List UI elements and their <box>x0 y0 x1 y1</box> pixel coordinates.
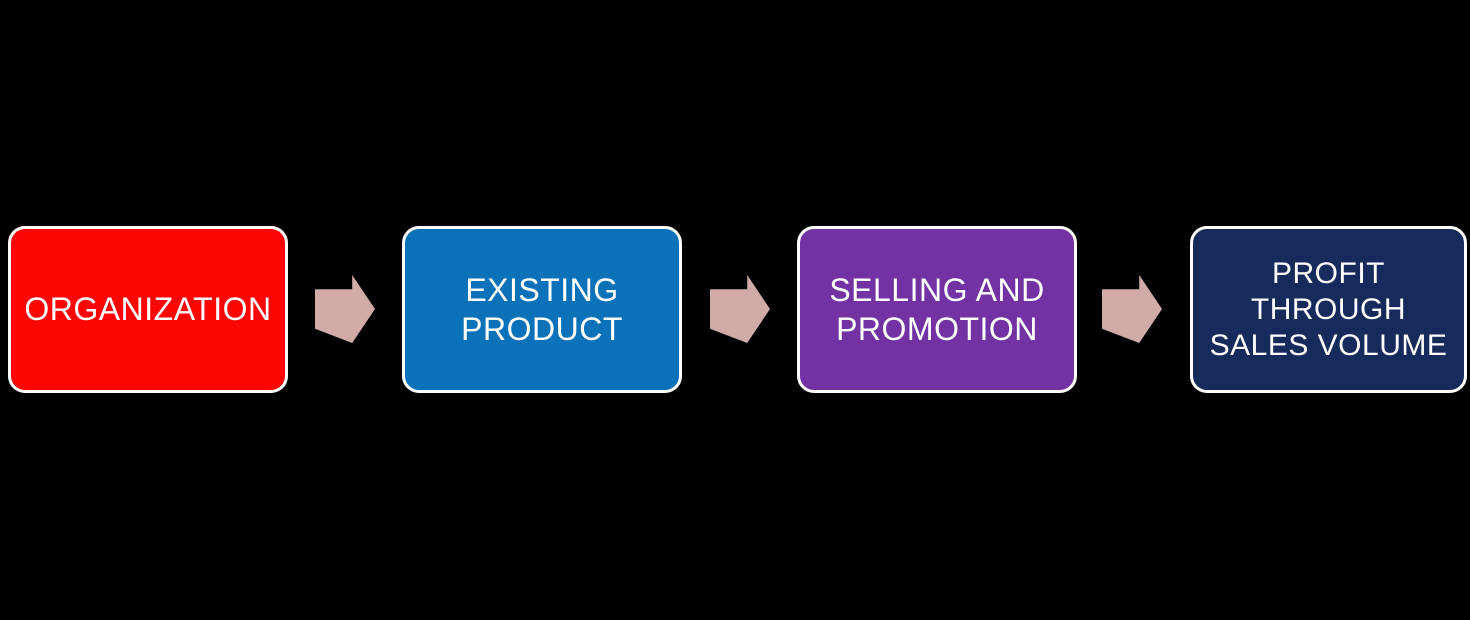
arrow-right-icon <box>315 275 375 343</box>
step-box-profit-through-sales-volume: PROFIT THROUGH SALES VOLUME <box>1190 226 1467 393</box>
step-box-organization: ORGANIZATION <box>8 226 288 393</box>
step-label-profit-through-sales-volume: PROFIT THROUGH SALES VOLUME <box>1209 256 1448 362</box>
step-label-selling-and-promotion: SELLING AND PROMOTION <box>829 272 1045 347</box>
arrow-right-icon <box>710 275 770 343</box>
step-box-selling-and-promotion: SELLING AND PROMOTION <box>797 226 1077 393</box>
step-label-organization: ORGANIZATION <box>24 291 272 328</box>
arrow-right-icon <box>1102 275 1162 343</box>
step-label-existing-product: EXISTING PRODUCT <box>461 272 623 347</box>
step-box-existing-product: EXISTING PRODUCT <box>402 226 682 393</box>
